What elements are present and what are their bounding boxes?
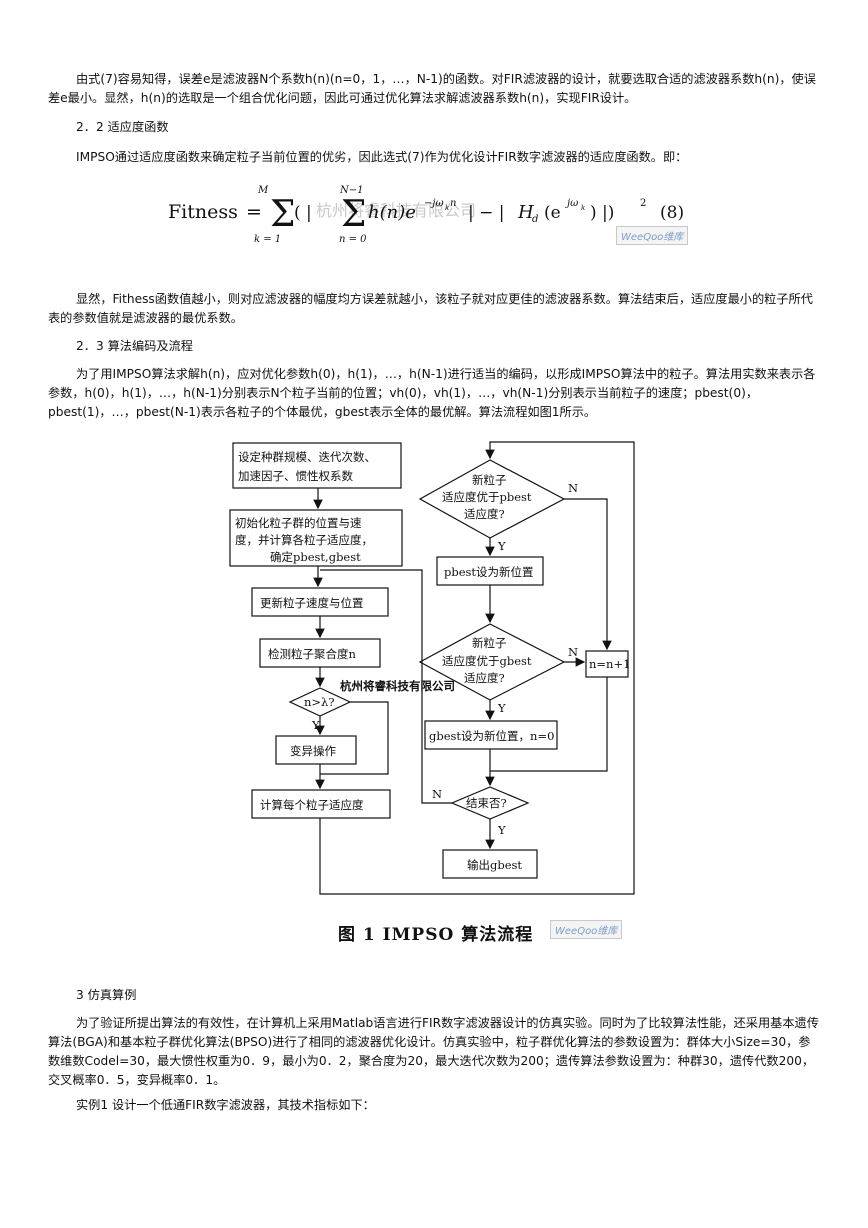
section-heading-3: 3 仿真算例 — [76, 988, 137, 1002]
flowchart-watermark: 杭州将睿科技有限公司 — [340, 679, 455, 693]
paragraph-simulation: 为了验证所提出算法的有效性，在计算机上采用Matlab语言进行FIR数字滤波器设… — [48, 1016, 819, 1087]
formula-h-term: h(n)e — [368, 202, 416, 223]
box-output-gbest — [442, 849, 538, 879]
section-heading-2-3: 2．3 算法编码及流程 — [76, 339, 193, 353]
box-set-params-line2: 加速因子、惯性权系数 — [238, 469, 353, 483]
formula-power: 2 — [640, 198, 646, 209]
label-no-pbest: N — [568, 481, 578, 495]
sum2-top: N−1 — [339, 185, 364, 196]
formula-hd-arg-exp: jω — [565, 198, 578, 209]
box-n-increment-label: n=n+1 — [589, 657, 630, 671]
box-init-swarm-line2: 度，并计算各粒子适应度， — [235, 533, 373, 547]
formula-hd-close: ) |) — [590, 203, 614, 223]
formula-number: (8) — [660, 203, 684, 223]
box-mutation-label: 变异操作 — [290, 744, 336, 758]
box-init-swarm — [229, 509, 403, 567]
watermark-badge-formula: WeeQoo维库 — [616, 226, 689, 245]
formula-hd-sub: d — [532, 214, 538, 225]
box-update-velocity-label: 更新粒子速度与位置 — [260, 596, 364, 610]
sum1-sigma: Σ — [270, 194, 295, 235]
watermark-badge-caption: WeeQoo维库 — [550, 920, 623, 939]
diamond-pbest-line1: 新粒子 — [472, 473, 507, 487]
paragraph-fitness-intro: IMPSO通过适应度函数来确定粒子当前位置的优劣，因此选式(7)作为优化设计FI… — [76, 150, 688, 164]
paragraph-fitness-explain: 显然，Fithess函数值越小，则对应滤波器的幅度均方误差就越小，该粒子就对应更… — [48, 292, 813, 325]
box-set-params — [232, 442, 402, 489]
formula-exp-sub: k — [445, 204, 449, 212]
box-check-aggregation-label: 检测粒子聚合度n — [268, 647, 356, 661]
box-set-params-line1: 设定种群规模、迭代次数、 — [238, 450, 376, 464]
formula-watermark: 杭州将睿科技有限公司 — [316, 201, 476, 220]
formula-eq: = — [246, 201, 262, 223]
diamond-gbest-line2: 适应度优于gbest — [442, 654, 532, 668]
label-no-gbest: N — [568, 645, 578, 659]
diamond-n-gt-lambda-label: n>λ? — [304, 695, 335, 709]
sum1-bottom: k = 1 — [254, 234, 281, 245]
box-output-gbest-label: 输出gbest — [467, 858, 522, 872]
section-heading-2-2: 2．2 适应度函数 — [76, 120, 169, 134]
formula-hd-arg: (e — [544, 203, 561, 223]
figure-caption: 图 1 IMPSO 算法流程 — [338, 925, 534, 945]
impso-flowchart: 设定种群规模、迭代次数、 加速因子、惯性权系数 初始化粒子群的位置与速 度，并计… — [229, 441, 635, 895]
diamond-pbest-line3: 适应度? — [464, 507, 505, 521]
box-mutation — [275, 735, 357, 765]
fitness-formula: 杭州将睿科技有限公司 Fitness = M Σ k = 1 ( | N−1 Σ… — [168, 185, 684, 245]
box-compute-fitness — [251, 789, 391, 819]
diamond-gbest-line3: 适应度? — [464, 671, 505, 685]
diamond-pbest-line2: 适应度优于pbest — [442, 490, 532, 504]
formula-exp: −jω — [424, 198, 444, 209]
sum2-bottom: n = 0 — [339, 234, 367, 245]
formula-open: ( | — [294, 203, 312, 223]
label-yes-pbest: Y — [497, 539, 506, 553]
paragraph-example-1: 实例1 设计一个低通FIR数字滤波器，其技术指标如下： — [76, 1098, 375, 1112]
label-yes-gbest: Y — [497, 701, 506, 715]
sum1-top: M — [257, 185, 269, 196]
formula-mid: | − | — [468, 203, 505, 223]
box-init-swarm-line3: 确定pbest,gbest — [270, 550, 361, 564]
diamond-end-label: 结束否? — [466, 796, 507, 810]
formula-hd-arg-sub: k — [581, 204, 585, 212]
formula-lhs: Fitness — [168, 201, 238, 223]
sum2-sigma: Σ — [341, 194, 366, 235]
paragraph-encoding: 为了用IMPSO算法求解h(n)，应对优化参数h(0)，h(1)，…，h(N-1… — [48, 367, 816, 419]
box-pbest-new-label: pbest设为新位置 — [444, 565, 534, 579]
label-yes-end: Y — [497, 823, 506, 837]
box-gbest-new — [424, 720, 558, 750]
box-compute-fitness-label: 计算每个粒子适应度 — [260, 798, 364, 812]
box-gbest-new-label: gbest设为新位置，n=0 — [429, 729, 554, 743]
formula-hd: H — [517, 202, 534, 223]
label-yes-lambda: Y — [311, 718, 320, 732]
label-no-end: N — [432, 787, 442, 801]
diamond-gbest-line1: 新粒子 — [472, 636, 507, 650]
paragraph-intro: 由式(7)容易知得，误差e是滤波器N个系数h(n)(n=0，1，…，N-1)的函… — [48, 72, 816, 105]
formula-exp-n: n — [450, 198, 456, 209]
box-init-swarm-line1: 初始化粒子群的位置与速 — [235, 516, 362, 530]
